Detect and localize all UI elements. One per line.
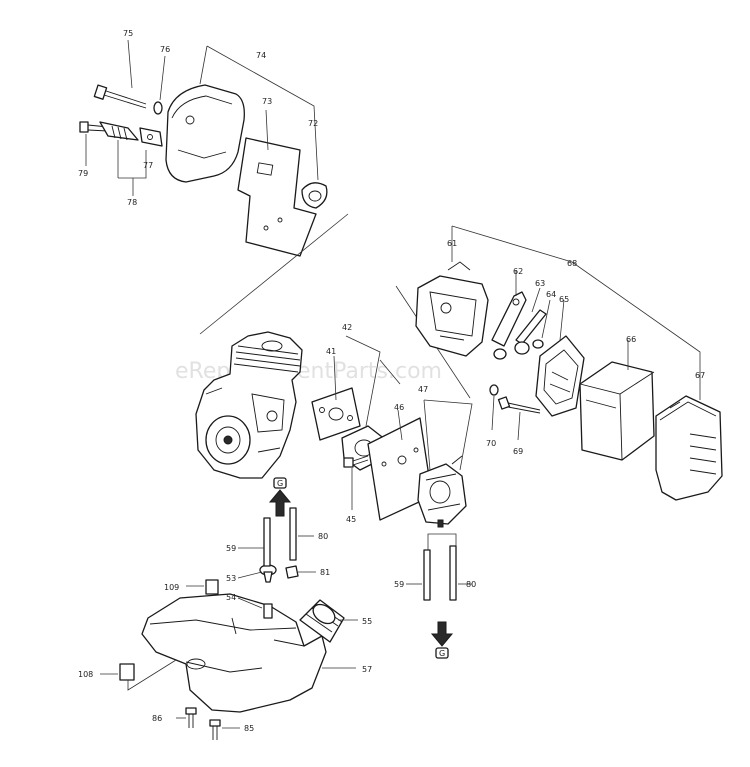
part-53-grommet bbox=[259, 564, 277, 583]
part-61-air-cleaner-base bbox=[415, 261, 489, 357]
part-77-plate bbox=[139, 127, 163, 147]
part-74-muffler bbox=[165, 84, 245, 183]
label-73: 73 bbox=[262, 97, 272, 106]
label-81: 81 bbox=[320, 568, 330, 577]
label-64: 64 bbox=[546, 290, 556, 299]
label-68: 68 bbox=[567, 259, 577, 268]
label-63: 63 bbox=[535, 279, 545, 288]
marker-g-lower: G bbox=[439, 649, 445, 658]
part-108-grommet bbox=[119, 663, 135, 681]
part-59-fuel-line bbox=[263, 517, 271, 567]
label-61: 61 bbox=[447, 239, 457, 248]
part-labels: 75 76 74 73 72 77 79 78 61 62 68 63 64 6… bbox=[78, 29, 705, 733]
label-65: 65 bbox=[559, 295, 569, 304]
part-62-collar bbox=[493, 348, 507, 360]
connection-arrow-up bbox=[268, 477, 292, 517]
label-54: 54 bbox=[226, 593, 236, 602]
part-70-washer bbox=[489, 384, 499, 396]
part-85-screw bbox=[209, 719, 221, 740]
part-109-grommet bbox=[205, 579, 219, 595]
connection-arrow-down: G bbox=[430, 621, 454, 659]
label-59-right: 59 bbox=[394, 580, 404, 589]
label-76: 76 bbox=[160, 45, 170, 54]
part-81-clip bbox=[285, 565, 299, 579]
label-74: 74 bbox=[256, 51, 266, 60]
label-70: 70 bbox=[486, 439, 496, 448]
label-62: 62 bbox=[513, 267, 523, 276]
label-72: 72 bbox=[308, 119, 318, 128]
label-42: 42 bbox=[342, 323, 352, 332]
part-62-choke-lever bbox=[491, 291, 527, 347]
muffler-group bbox=[79, 39, 349, 335]
label-108: 108 bbox=[78, 670, 93, 679]
label-46: 46 bbox=[394, 403, 404, 412]
label-75: 75 bbox=[123, 29, 133, 38]
label-55: 55 bbox=[362, 617, 372, 626]
part-59-fuel-line-right bbox=[423, 549, 431, 601]
part-67-air-cleaner-cover bbox=[655, 395, 723, 501]
label-45: 45 bbox=[346, 515, 356, 524]
label-41: 41 bbox=[326, 347, 336, 356]
label-77: 77 bbox=[143, 161, 153, 170]
marker-g-upper: G bbox=[277, 479, 283, 488]
part-45-bolt bbox=[343, 455, 369, 468]
part-63-choke-shaft bbox=[514, 309, 547, 355]
part-78-bracket bbox=[99, 121, 139, 141]
part-73-gasket bbox=[237, 137, 317, 257]
part-65-element-holder bbox=[535, 335, 585, 417]
label-57: 57 bbox=[362, 665, 372, 674]
label-80: 80 bbox=[318, 532, 328, 541]
part-57-fuel-tank bbox=[141, 593, 327, 713]
part-64-grommet bbox=[532, 339, 544, 349]
label-53: 53 bbox=[226, 574, 236, 583]
part-69-bolt bbox=[497, 396, 541, 414]
part-80-fuel-line-right bbox=[449, 545, 457, 601]
label-78: 78 bbox=[127, 198, 137, 207]
fuel-tank-group bbox=[100, 507, 472, 740]
part-76-washer bbox=[153, 101, 163, 115]
part-72-gasket bbox=[301, 182, 328, 209]
part-55-fuel-cap bbox=[299, 599, 345, 643]
part-47-carburetor bbox=[417, 455, 467, 528]
part-80-fuel-line bbox=[289, 507, 297, 561]
label-85: 85 bbox=[244, 724, 254, 733]
label-80-right: 80 bbox=[466, 580, 476, 589]
part-75-bolt bbox=[93, 84, 147, 109]
intake-carburetor-group bbox=[311, 285, 473, 528]
label-67: 67 bbox=[695, 371, 705, 380]
label-69: 69 bbox=[513, 447, 523, 456]
part-54-fuel-filter bbox=[263, 603, 273, 619]
label-47: 47 bbox=[418, 385, 428, 394]
engine-cylinder-crankcase bbox=[195, 331, 303, 479]
air-cleaner-group bbox=[415, 225, 723, 501]
label-86: 86 bbox=[152, 714, 162, 723]
part-66-air-filter bbox=[579, 361, 655, 461]
label-59: 59 bbox=[226, 544, 236, 553]
part-86-screw bbox=[185, 707, 197, 728]
label-109: 109 bbox=[164, 583, 179, 592]
part-41-gasket bbox=[311, 387, 361, 441]
label-66: 66 bbox=[626, 335, 636, 344]
label-79: 79 bbox=[78, 169, 88, 178]
